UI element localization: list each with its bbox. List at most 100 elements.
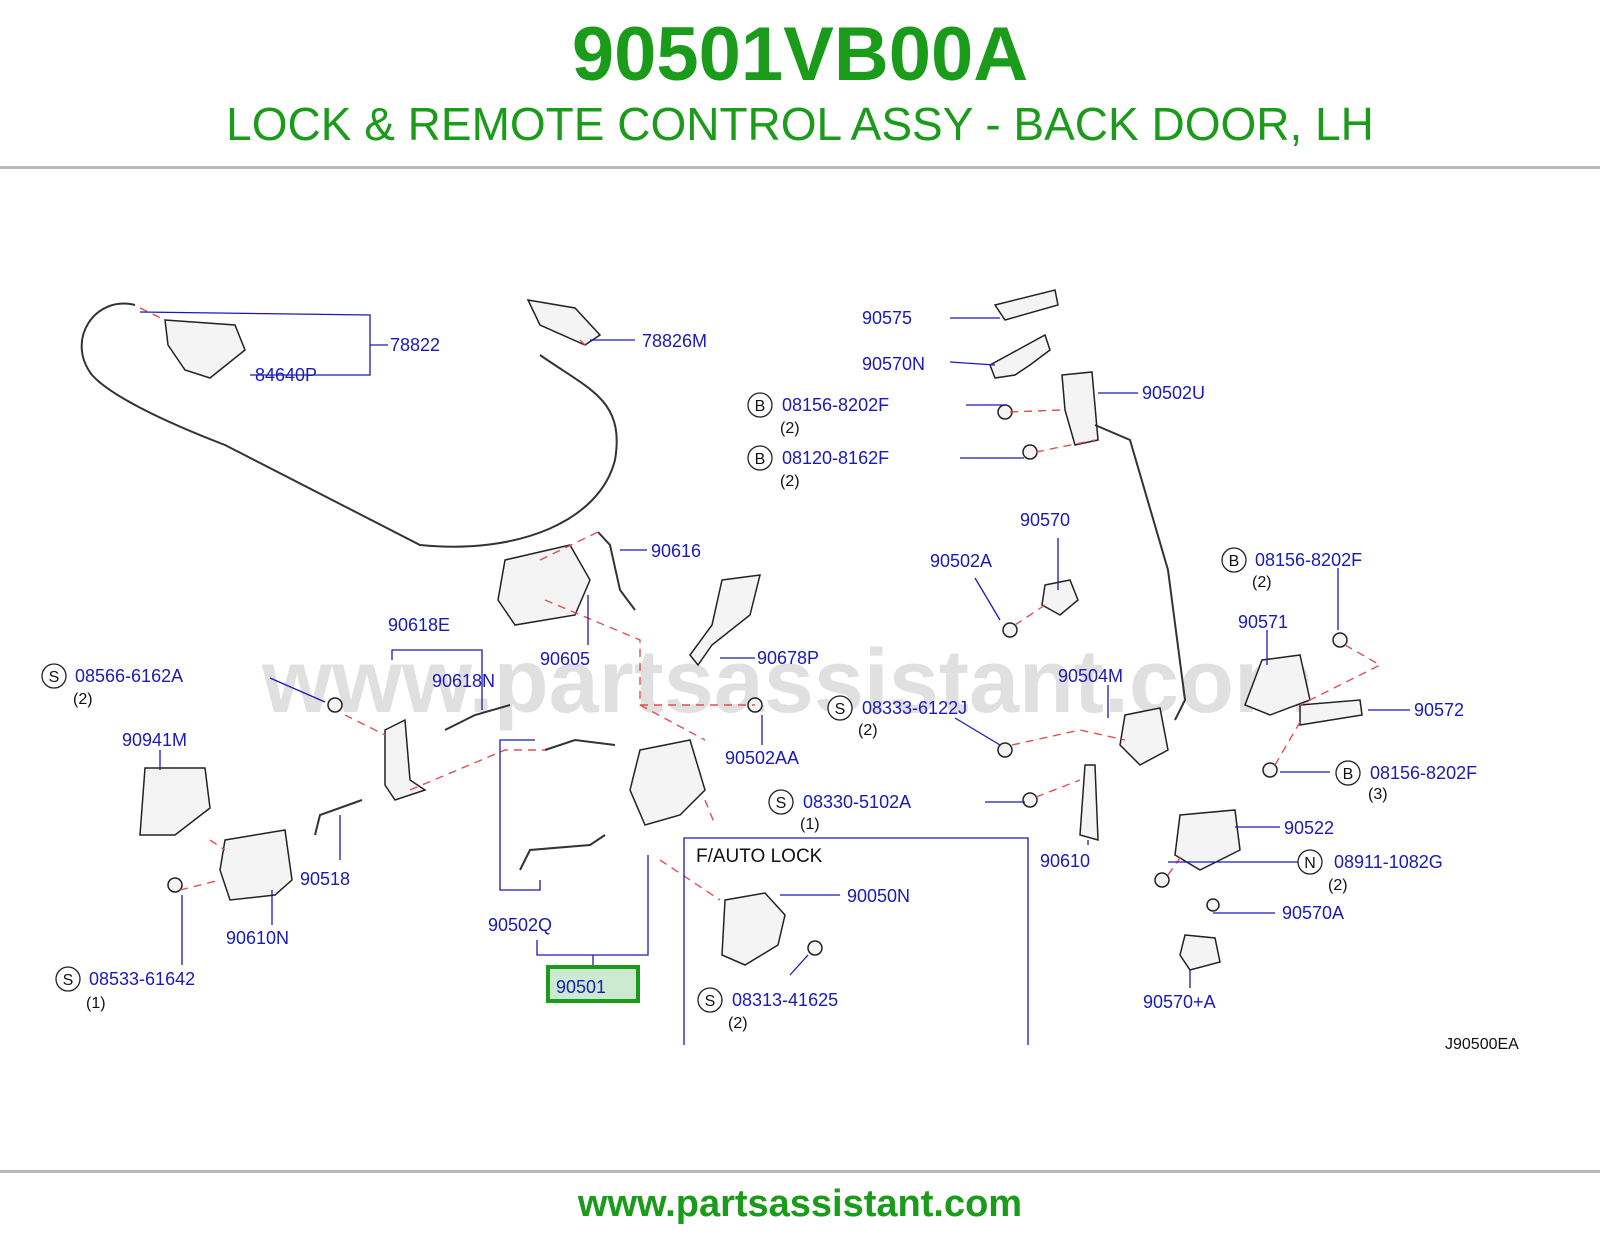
qty-08330-5102A: (1) (800, 816, 820, 833)
qty-08533-61642: (1) (86, 995, 106, 1012)
callout-08566-6162A[interactable]: 08566-6162A (75, 666, 183, 686)
part-90575 (993, 289, 1059, 321)
dashed-relation-lines (139, 307, 1382, 901)
part-90504M (1119, 707, 1169, 766)
callout-90575[interactable]: 90575 (862, 308, 912, 328)
part-90570 (1041, 579, 1079, 616)
screw-90570A (1206, 898, 1220, 912)
callout-90502AA[interactable]: 90502AA (725, 748, 799, 768)
badge-S-08330: S (776, 795, 787, 812)
callout-90610[interactable]: 90610 (1040, 851, 1090, 871)
part-84640P (164, 319, 246, 379)
callout-78826M[interactable]: 78826M (642, 331, 707, 351)
callout-78822[interactable]: 78822 (390, 335, 440, 355)
inset-frame (683, 837, 1029, 1045)
footer-url-link[interactable]: www.partsassistant.com (577, 1183, 1023, 1225)
badge-S-08333: S (835, 701, 846, 718)
part-90610 (1079, 764, 1099, 841)
screw-08533 (167, 877, 183, 893)
badge-B-08156: B (755, 398, 766, 415)
screw-08566 (327, 697, 343, 713)
callout-90570[interactable]: 90570 (1020, 510, 1070, 530)
leader-lines (139, 311, 1410, 988)
qty-08120-8162F: (2) (780, 473, 800, 490)
badge-S-08533: S (63, 972, 74, 989)
screw-90502A (1002, 622, 1018, 638)
rod-main (1094, 424, 1187, 721)
badge-B-08156-b: B (1229, 553, 1240, 570)
part-90571 (1244, 654, 1311, 716)
screw-08333 (997, 742, 1013, 758)
callout-90518[interactable]: 90518 (300, 869, 350, 889)
callout-90616[interactable]: 90616 (651, 541, 701, 561)
callout-90502A[interactable]: 90502A (930, 551, 992, 571)
part-78826M (526, 299, 602, 346)
callout-90522[interactable]: 90522 (1284, 818, 1334, 838)
part-90570N (989, 333, 1051, 379)
callout-90502Q[interactable]: 90502Q (488, 915, 552, 935)
highlight-box (546, 965, 640, 1003)
callout-08120-8162F[interactable]: 08120-8162F (782, 448, 889, 468)
part-number-title: 90501VB00A (571, 12, 1029, 97)
qty-08156-8202F: (2) (780, 420, 800, 437)
qty-08566-6162A: (2) (73, 691, 93, 708)
part-description-title: LOCK & REMOTE CONTROL ASSY - BACK DOOR, … (226, 98, 1374, 150)
part-90618E (384, 718, 427, 801)
quantity-labels: (2) (2) (2) (2) (2) (3) (1) (2) (1) (2) (73, 420, 1388, 1032)
bolt-08156-b (1332, 632, 1348, 648)
callout-90618N[interactable]: 90618N (432, 671, 495, 691)
inset-title: F/AUTO LOCK (696, 846, 823, 867)
part-90610N (219, 829, 293, 901)
part-90502U (1061, 371, 1099, 446)
callout-90941M[interactable]: 90941M (122, 730, 187, 750)
callout-labels: 78822 84640P 78826M 90575 90570N 08156-8… (75, 308, 1477, 1012)
lock-assembly-right (989, 289, 1363, 971)
callout-90618E[interactable]: 90618E (388, 615, 450, 635)
badge-S-08313: S (705, 993, 716, 1010)
callout-90605[interactable]: 90605 (540, 649, 590, 669)
badge-N-08911: N (1304, 855, 1316, 872)
footer-divider (0, 1170, 1600, 1173)
qty-08313-41625: (2) (728, 1015, 748, 1032)
page-header: 90501VB00A LOCK & REMOTE CONTROL ASSY - … (0, 0, 1600, 170)
callout-90678P[interactable]: 90678P (757, 648, 819, 668)
callout-90050N[interactable]: 90050N (847, 886, 910, 906)
callout-90570A[interactable]: 90570A (1282, 903, 1344, 923)
callout-90571[interactable]: 90571 (1238, 612, 1288, 632)
callout-90501[interactable]: 90501 (556, 977, 606, 997)
cable-assembly (80, 299, 618, 548)
part-90522 (1174, 809, 1241, 871)
callout-08330-5102A[interactable]: 08330-5102A (803, 792, 911, 812)
qty-08333-6122J: (2) (858, 722, 878, 739)
qty-08156-8202F-c: (3) (1368, 786, 1388, 803)
callout-90570N[interactable]: 90570N (862, 354, 925, 374)
part-90572 (1299, 699, 1363, 726)
badge-S-08566: S (49, 669, 60, 686)
callout-90504M[interactable]: 90504M (1058, 666, 1123, 686)
callout-08911-1082G[interactable]: 08911-1082G (1334, 852, 1443, 872)
qty-08156-8202F-b: (2) (1252, 574, 1272, 591)
callout-90572[interactable]: 90572 (1414, 700, 1464, 720)
callout-08313-41625[interactable]: 08313-41625 (732, 990, 838, 1010)
callout-08156-8202F[interactable]: 08156-8202F (782, 395, 889, 415)
screw-08313 (807, 940, 823, 956)
part-90050N (721, 892, 786, 966)
rod-90618N (444, 704, 511, 731)
callout-08156-8202F-b[interactable]: 08156-8202F (1255, 550, 1362, 570)
callout-90570+A[interactable]: 90570+A (1143, 992, 1216, 1012)
rod-90518 (314, 799, 363, 836)
callout-08533-61642[interactable]: 08533-61642 (89, 969, 195, 989)
inset-f-auto-lock: F/AUTO LOCK (683, 837, 1029, 1045)
callout-90610N[interactable]: 90610N (226, 928, 289, 948)
badge-B-08120: B (755, 451, 766, 468)
screw-08330 (1022, 792, 1038, 808)
qty-08911-1082G: (2) (1328, 877, 1348, 894)
cable-line (80, 302, 618, 548)
callout-08333-6122J[interactable]: 08333-6122J (862, 698, 967, 718)
nut-08911 (1154, 872, 1170, 888)
callout-08156-8202F-c[interactable]: 08156-8202F (1370, 763, 1477, 783)
callout-90502U[interactable]: 90502U (1142, 383, 1205, 403)
callout-84640P[interactable]: 84640P (255, 365, 317, 385)
part-90570+A (1179, 934, 1221, 971)
